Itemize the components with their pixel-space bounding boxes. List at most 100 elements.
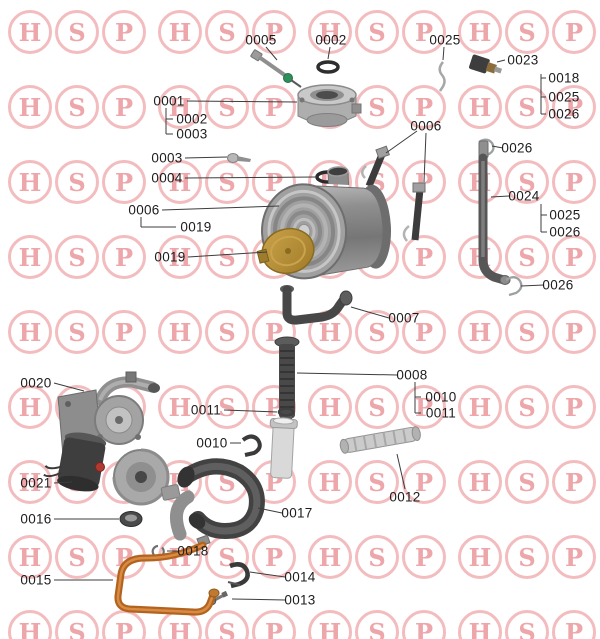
watermark-letter-h: H (8, 535, 52, 579)
o-ring-0011 (277, 407, 295, 417)
burner-door-0019 (256, 227, 315, 275)
watermark-letter-h: H (158, 235, 202, 279)
watermark-letter-s: S (55, 535, 99, 579)
watermark-letter-p: P (252, 610, 296, 639)
watermark-letter-h: H (458, 535, 502, 579)
watermark-letter-p: P (402, 385, 446, 429)
watermark-letter-p: P (552, 610, 596, 639)
part-label-0004: 0004 (151, 170, 183, 186)
watermark-letter-p: P (252, 535, 296, 579)
watermark-letter-p: P (102, 610, 146, 639)
watermark-letter-s: S (55, 310, 99, 354)
watermark-letter-h: H (158, 10, 202, 54)
watermark-letter-h: H (308, 460, 352, 504)
watermark-letter-h: H (458, 385, 502, 429)
part-label-0023: 0023 (507, 52, 539, 68)
part-label-0020: 0020 (20, 375, 52, 391)
part-label-0025-r1: 0025 (548, 89, 580, 105)
watermark-letter-s: S (205, 10, 249, 54)
watermark-letter-s: S (505, 535, 549, 579)
part-label-0019-b: 0019 (180, 219, 212, 235)
leader-line-0026-r4 (520, 284, 545, 287)
leader-line-0007 (350, 306, 390, 319)
watermark-letter-s: S (205, 385, 249, 429)
leader-line-0003-l (184, 156, 228, 159)
part-label-0019-l: 0019 (154, 249, 186, 265)
watermark-letter-p: P (102, 235, 146, 279)
watermark-letter-h: H (8, 610, 52, 639)
pipe-0008 (274, 336, 300, 423)
watermark-letter-s: S (355, 310, 399, 354)
watermark-letter-p: P (402, 535, 446, 579)
watermark-letter-s: S (55, 10, 99, 54)
part-label-0025-r2: 0025 (549, 207, 581, 223)
watermark-letter-s: S (205, 610, 249, 639)
part-label-0005: 0005 (245, 32, 277, 48)
watermark-letter-p: P (552, 235, 596, 279)
flue-manifold-0001 (297, 84, 362, 127)
watermark-letter-p: P (402, 85, 446, 129)
pump-knob (95, 462, 105, 472)
leader-line-0023 (496, 59, 506, 63)
leader-line-0014 (249, 571, 286, 578)
temp-sensor-right-0006 (402, 182, 426, 242)
leader-line-0017 (257, 507, 283, 514)
watermark-letter-p: P (552, 85, 596, 129)
watermark-letter-p: P (252, 10, 296, 54)
watermark-letter-p: P (402, 10, 446, 54)
watermark-letter-s: S (355, 10, 399, 54)
clip-0014 (227, 562, 250, 589)
watermark-letter-h: H (8, 235, 52, 279)
part-label-0010-r: 0010 (425, 389, 457, 405)
clip-0010 (241, 434, 262, 457)
watermark-letter-p: P (552, 10, 596, 54)
part-label-0026-r2: 0026 (501, 140, 533, 156)
leader-line-0013 (231, 598, 286, 601)
copper-pipe-0015 (114, 534, 220, 616)
part-label-0018-b: 0018 (177, 543, 209, 559)
part-label-0017: 0017 (281, 505, 313, 521)
watermark-letter-p: P (552, 460, 596, 504)
grommet-0016 (119, 511, 143, 527)
watermark-letter-p: P (102, 10, 146, 54)
watermark-letter-s: S (355, 385, 399, 429)
watermark-letter-s: S (505, 160, 549, 204)
condensate-pipe (269, 417, 298, 479)
temp-sensor-upper-0006 (361, 145, 390, 188)
watermark-letter-h: H (458, 460, 502, 504)
pipe-0024 (478, 140, 511, 285)
part-label-0011-r: 0011 (425, 405, 457, 421)
watermark-letter-s: S (355, 460, 399, 504)
pipe-0007 (280, 285, 353, 325)
part-label-0008: 0008 (396, 367, 428, 383)
pump-motor-0021 (43, 432, 107, 492)
leader-line-0008 (296, 372, 398, 376)
leader-line-0006-l (161, 205, 280, 211)
watermark-letter-s: S (355, 535, 399, 579)
watermark-letter-s: S (55, 85, 99, 129)
leader-line-0005 (265, 46, 278, 61)
part-label-0018-r: 0018 (548, 70, 580, 86)
part-label-0010-l: 0010 (196, 435, 228, 451)
watermark-letter-h: H (8, 310, 52, 354)
part-label-0026-r4: 0026 (542, 277, 574, 293)
watermark-letter-h: H (158, 160, 202, 204)
ignition-electrode-0005 (250, 49, 302, 88)
part-label-0006-l: 0006 (128, 202, 160, 218)
watermark-letter-h: H (8, 385, 52, 429)
watermark-letter-p: P (252, 85, 296, 129)
watermark-letter-s: S (55, 160, 99, 204)
leader-line-0024 (490, 195, 511, 198)
watermark-letter-p: P (552, 385, 596, 429)
part-label-0007: 0007 (388, 310, 420, 326)
part-label-0026-r1: 0026 (548, 106, 580, 122)
watermark-letter-h: H (8, 460, 52, 504)
watermark-letter-s: S (205, 235, 249, 279)
watermark-letter-s: S (55, 610, 99, 639)
part-label-0003-b: 0003 (176, 126, 208, 142)
watermark-letter-s: S (505, 235, 549, 279)
watermark-letter-s: S (505, 460, 549, 504)
